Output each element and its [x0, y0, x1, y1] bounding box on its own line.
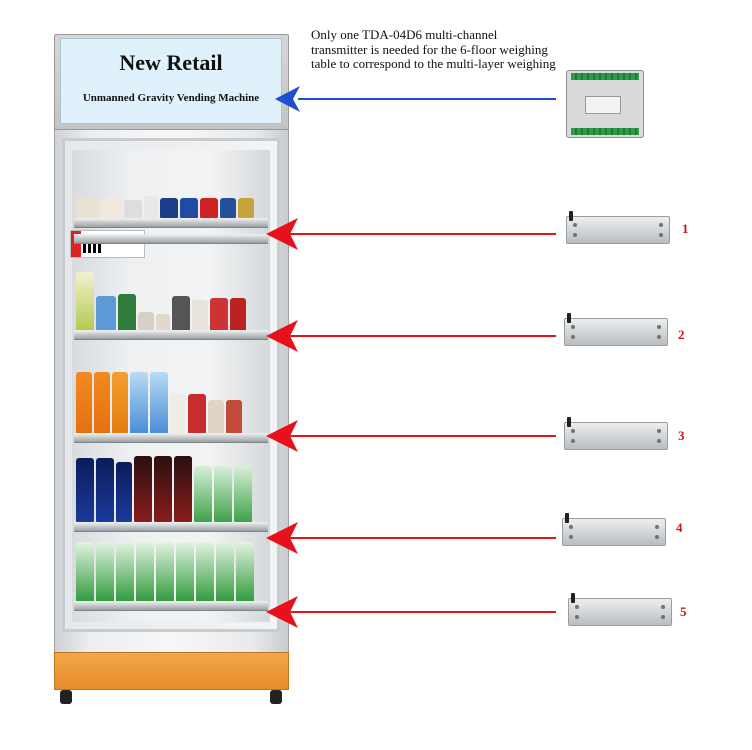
- shelf-3: [74, 433, 268, 443]
- shelf-5: [74, 601, 268, 611]
- red-arrow-1: [266, 218, 556, 250]
- product-row-3: [76, 370, 266, 434]
- load-cell-4: [562, 513, 666, 546]
- shelf-4: [74, 522, 268, 532]
- machine-base: [54, 652, 289, 690]
- load-cell-2: [564, 313, 668, 346]
- load-cell-5-label: 5: [680, 604, 687, 619]
- load-cell-1: [566, 211, 670, 244]
- load-cell-3-label: 3: [678, 428, 685, 443]
- product-row-4: [76, 456, 266, 522]
- load-cell-4-label: 4: [676, 520, 683, 535]
- shelf-1: [74, 218, 268, 228]
- red-arrow-4: [266, 522, 556, 554]
- load-cell-5: [568, 593, 672, 626]
- red-arrow-2: [266, 320, 556, 352]
- shelf-1-rail: [74, 234, 268, 244]
- load-cell-3: [564, 417, 668, 450]
- red-arrow-3: [266, 420, 556, 452]
- transmitter-display: [585, 96, 621, 114]
- sign-panel: [60, 38, 282, 124]
- load-cell-1-label: 1: [682, 221, 689, 236]
- description-text: Only one TDA-04D6 multi-channel transmit…: [311, 27, 556, 71]
- sign-subtitle: Unmanned Gravity Vending Machine: [82, 92, 260, 104]
- shelf-2: [74, 330, 268, 340]
- load-cell-2-label: 2: [678, 327, 685, 342]
- product-row-2: [76, 268, 266, 332]
- red-arrow-5: [266, 596, 556, 628]
- wheel-left: [60, 690, 72, 704]
- product-row-5: [76, 540, 266, 602]
- wheel-right: [270, 690, 282, 704]
- sign-title: New Retail: [119, 50, 223, 75]
- product-row-1: [76, 196, 266, 218]
- blue-arrow: [275, 86, 556, 112]
